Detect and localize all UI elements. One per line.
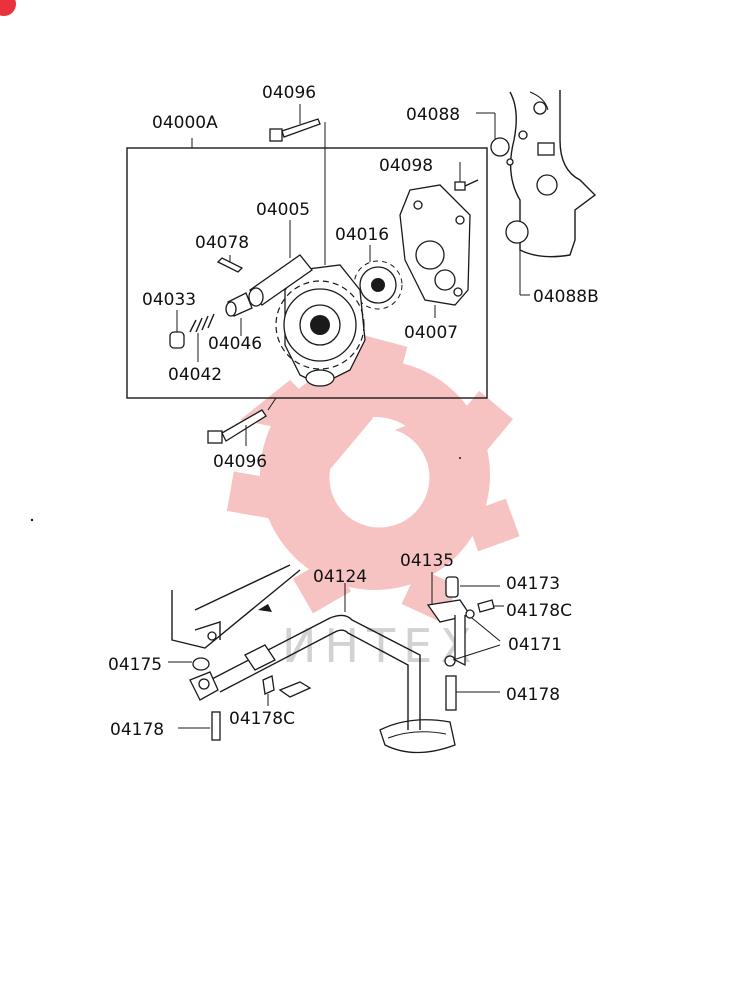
label-04000a: 04000A (152, 113, 218, 133)
bolt-04098 (454, 162, 479, 191)
label-04016: 04016 (335, 225, 389, 245)
pump-cover (399, 184, 471, 318)
label-04088: 04088 (406, 105, 460, 125)
label-04178c-right: 04178C (506, 601, 572, 621)
label-04178-left: 04178 (110, 720, 164, 740)
label-04178-right: 04178 (506, 685, 560, 705)
label-04078: 04078 (195, 233, 249, 253)
bolt-top (269, 104, 326, 265)
spring-04042 (189, 313, 215, 362)
oil-strainer-assembly (168, 564, 504, 754)
label-04124: 04124 (313, 567, 367, 587)
pin-04078 (216, 255, 244, 273)
plug-04033 (169, 310, 185, 349)
pump-body (248, 220, 366, 387)
watermark-text: ИНТЕХ (282, 619, 480, 673)
label-04042: 04042 (168, 365, 222, 385)
corner-badge (0, 0, 16, 16)
gear-wrench-logo-icon (226, 334, 520, 623)
label-04033: 04033 (142, 290, 196, 310)
label-04096-top: 04096 (262, 83, 316, 103)
label-04005: 04005 (256, 200, 310, 220)
label-04007: 04007 (404, 323, 458, 343)
label-04046: 04046 (208, 334, 262, 354)
label-04135: 04135 (400, 551, 454, 571)
label-04175: 04175 (108, 655, 162, 675)
plunger-04046 (225, 292, 253, 336)
label-04171: 04171 (508, 635, 562, 655)
assembly-box (126, 147, 488, 399)
label-04098: 04098 (379, 156, 433, 176)
label-04096-bottom: 04096 (213, 452, 267, 472)
bolt-bottom (207, 397, 277, 446)
engine-block (476, 90, 597, 296)
label-04178c-left: 04178C (229, 709, 295, 729)
label-04173: 04173 (506, 574, 560, 594)
label-04088b: 04088B (533, 287, 599, 307)
